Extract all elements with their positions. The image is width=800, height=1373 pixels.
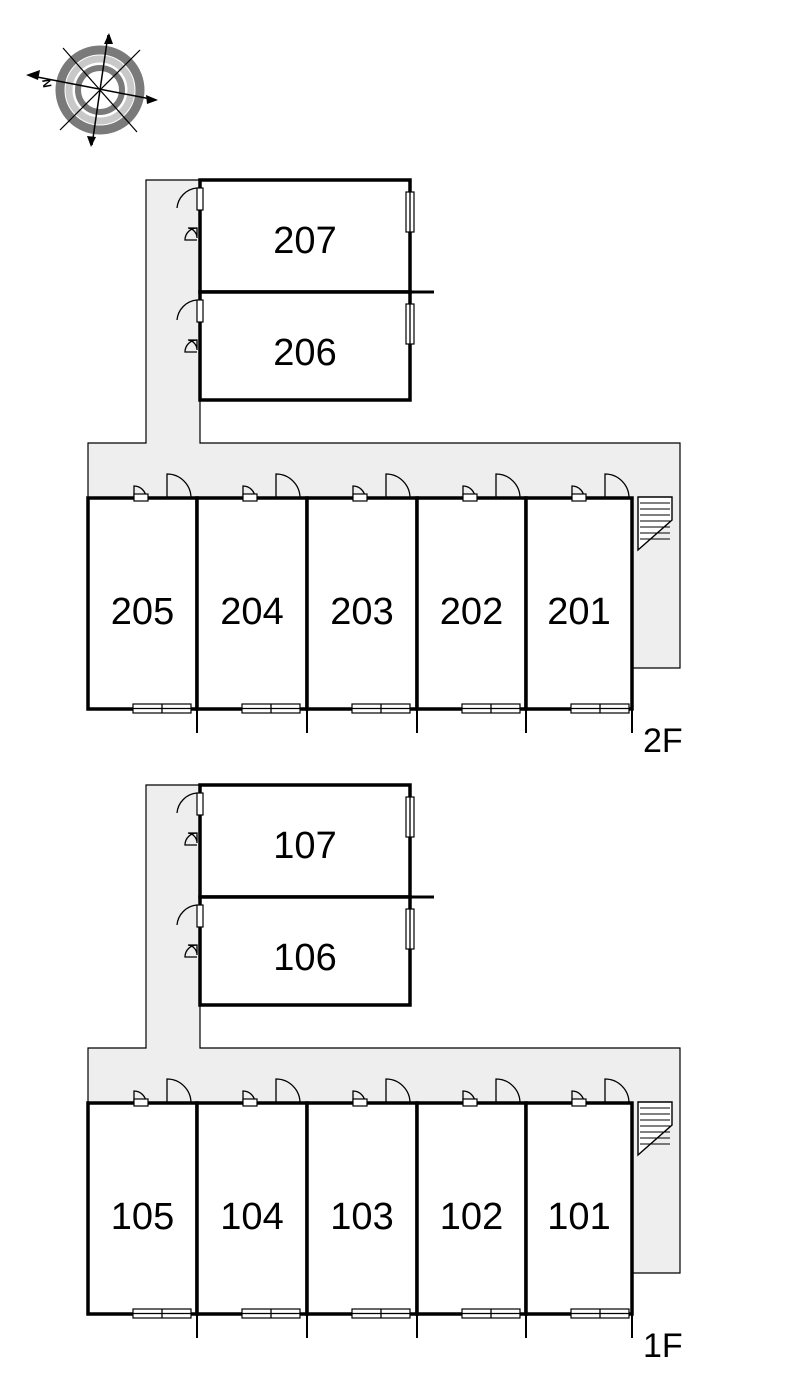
compass-rose-icon: N (26, 33, 158, 147)
room-label: 202 (440, 591, 503, 633)
window-icon (132, 703, 192, 714)
room-label: 207 (273, 220, 336, 262)
room-107[interactable]: 107 (176, 783, 415, 899)
door-icon (571, 1078, 630, 1107)
door-icon (462, 1078, 521, 1107)
room-label: 203 (330, 591, 393, 633)
room-label: 102 (440, 1196, 503, 1238)
floor-label: 1F (643, 1327, 683, 1365)
door-icon (462, 473, 521, 502)
door-icon (352, 1078, 411, 1107)
room-207[interactable]: 207 (176, 178, 415, 294)
window-icon (461, 1308, 521, 1319)
door-icon (176, 299, 204, 353)
stairs-icon (637, 1101, 673, 1157)
room-label: 105 (111, 1196, 174, 1238)
room-206[interactable]: 206 (176, 290, 415, 402)
window-icon (132, 1308, 192, 1319)
window-icon (405, 796, 415, 838)
room-101[interactable]: 101 (524, 1078, 634, 1319)
compass-north-label: N (39, 78, 54, 89)
room-202[interactable]: 202 (415, 473, 528, 714)
door-icon (242, 473, 301, 502)
room-label: 201 (547, 591, 610, 633)
window-icon (405, 908, 415, 950)
room-label: 206 (273, 332, 336, 374)
door-icon (176, 904, 204, 958)
room-205[interactable]: 205 (86, 473, 199, 714)
window-icon (241, 1308, 301, 1319)
room-105[interactable]: 105 (86, 1078, 199, 1319)
floor-1F: 107 106 105 104 103 102 101 1F (86, 783, 683, 1365)
window-icon (405, 303, 415, 345)
window-icon (351, 1308, 411, 1319)
room-label: 205 (111, 591, 174, 633)
room-204[interactable]: 204 (195, 473, 309, 714)
door-icon (242, 1078, 301, 1107)
door-icon (571, 473, 630, 502)
room-201[interactable]: 201 (524, 473, 634, 714)
window-icon (405, 191, 415, 233)
room-label: 103 (330, 1196, 393, 1238)
room-label: 101 (547, 1196, 610, 1238)
room-label: 106 (273, 937, 336, 979)
window-icon (461, 703, 521, 714)
room-203[interactable]: 203 (305, 473, 419, 714)
room-104[interactable]: 104 (195, 1078, 309, 1319)
window-icon (570, 1308, 630, 1319)
window-icon (241, 703, 301, 714)
window-icon (570, 703, 630, 714)
door-icon (352, 473, 411, 502)
stairs-icon (637, 496, 673, 552)
room-label: 107 (273, 825, 336, 867)
door-icon (133, 1078, 192, 1107)
floor-label: 2F (643, 722, 683, 760)
floor-2F: 207 206 205 204 203 202 201 2F (86, 178, 683, 760)
door-icon (176, 187, 204, 241)
window-icon (351, 703, 411, 714)
room-102[interactable]: 102 (415, 1078, 528, 1319)
door-icon (133, 473, 192, 502)
door-icon (176, 792, 204, 846)
room-103[interactable]: 103 (305, 1078, 419, 1319)
room-label: 104 (220, 1196, 283, 1238)
room-106[interactable]: 106 (176, 895, 415, 1007)
room-label: 204 (220, 591, 283, 633)
